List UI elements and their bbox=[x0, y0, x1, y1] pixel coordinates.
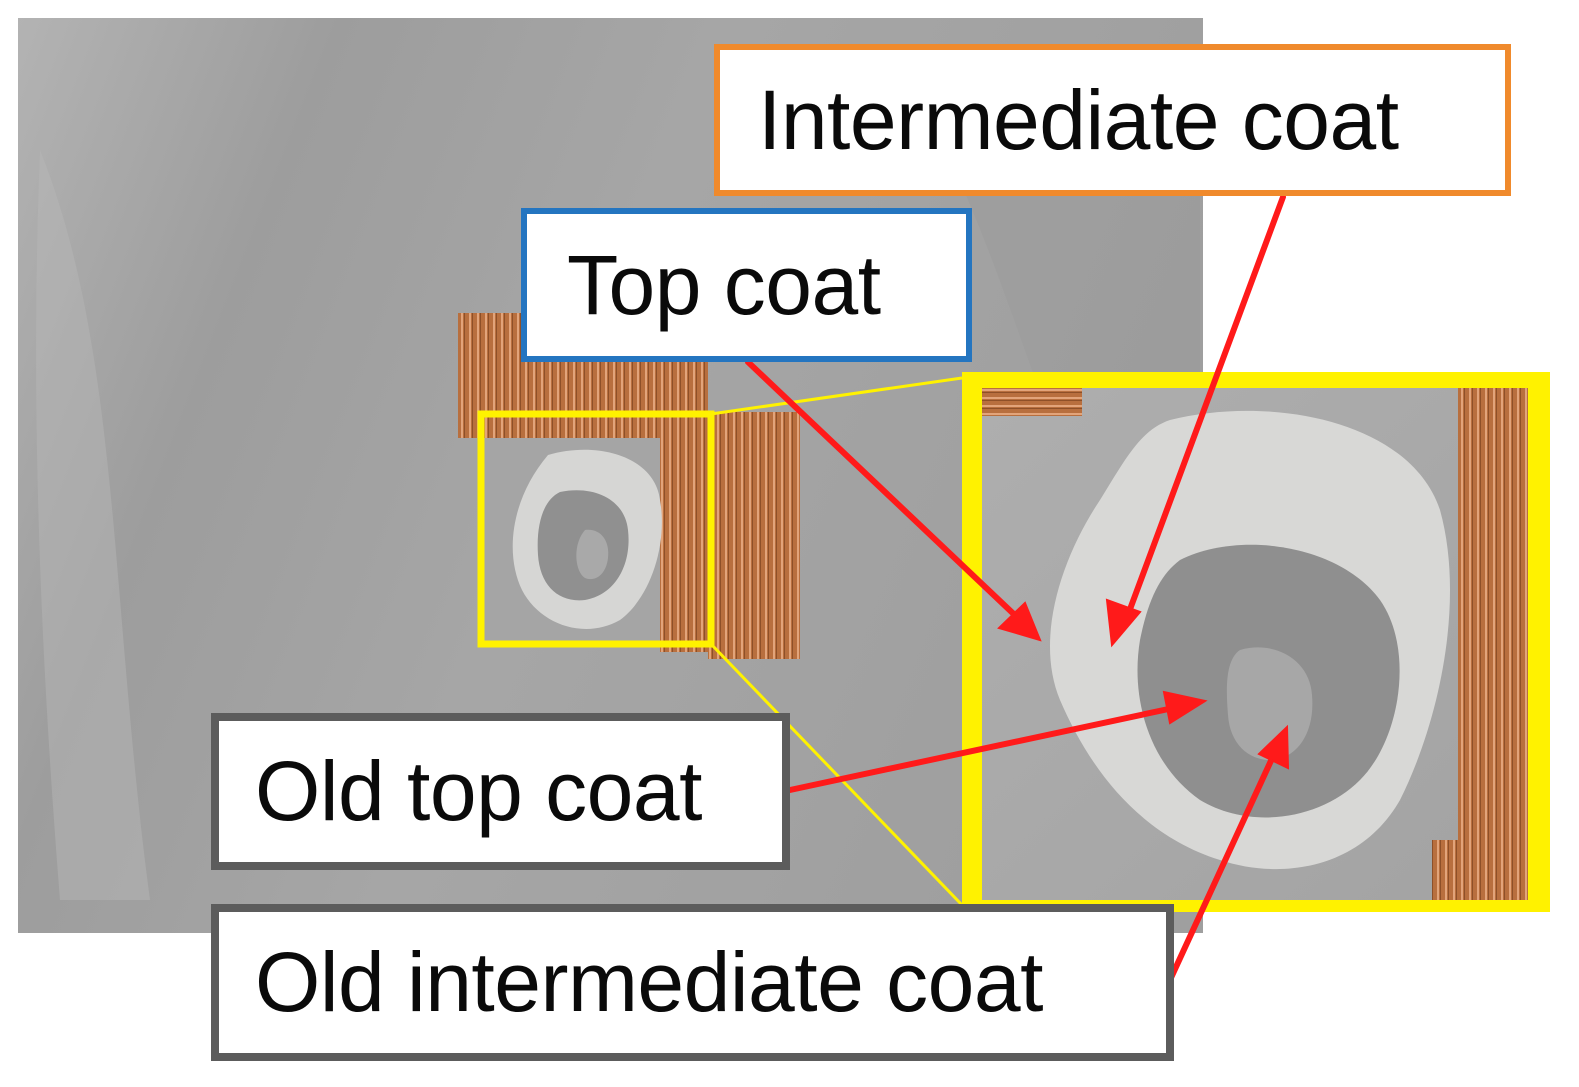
arrows bbox=[745, 194, 1290, 983]
highlight-box-small bbox=[477, 410, 715, 648]
arrow-old-top-head bbox=[1162, 690, 1208, 725]
zoom-tape-top bbox=[982, 388, 1082, 416]
arrow-top-line bbox=[745, 359, 1023, 623]
arrow-old-top-line bbox=[787, 704, 1181, 793]
label-intermediate-coat: Intermediate coat bbox=[714, 44, 1511, 196]
zoom-line-top bbox=[710, 376, 963, 416]
label-top-coat: Top coat bbox=[521, 208, 972, 362]
label-old-intermediate-coat: Old intermediate coat bbox=[211, 904, 1174, 1061]
arrow-old-intermediate-head bbox=[1257, 724, 1290, 770]
zoom-tape-bottom-right bbox=[1432, 840, 1462, 900]
arrow-intermediate-head bbox=[1105, 598, 1142, 648]
tape-inner-strip bbox=[660, 420, 708, 652]
arrow-top-head bbox=[997, 601, 1042, 642]
label-old-top-coat: Old top coat bbox=[211, 713, 790, 870]
zoom-tape-right bbox=[1458, 388, 1528, 900]
tape-right bbox=[708, 412, 800, 659]
zoom-line-bottom bbox=[709, 642, 964, 907]
panel-sheen bbox=[36, 150, 150, 900]
arrow-old-intermediate-line bbox=[1167, 749, 1278, 983]
old-intermediate-coat-small bbox=[576, 529, 609, 580]
old-intermediate-coat-large bbox=[1226, 647, 1313, 761]
arrow-intermediate-line bbox=[1123, 194, 1286, 623]
